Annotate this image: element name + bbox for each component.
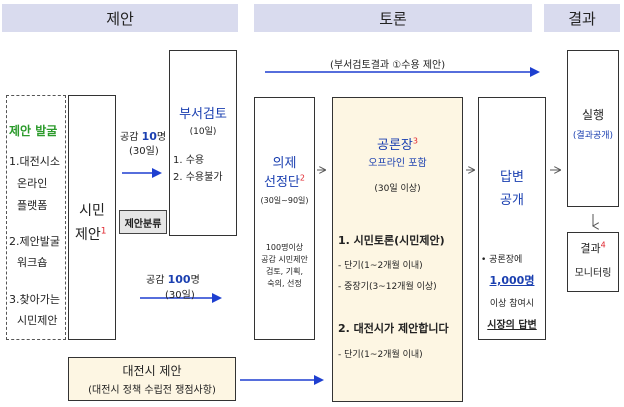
forum-s2-a: - 단기(1~2개월 이내) xyxy=(338,350,423,360)
answer-box xyxy=(478,97,546,340)
discovery-item3-line2: 시민제안 xyxy=(17,314,58,327)
answer-note3: 이상 참여시 xyxy=(489,299,535,309)
discovery-item3-line1: 3.찾아가는 xyxy=(9,293,60,306)
citizen-line2-text: 제안 xyxy=(75,227,101,243)
agenda-box xyxy=(254,97,315,340)
citizen-line1: 시민 xyxy=(79,203,105,219)
daejeon-proposal-sub: (대전시 정책 수립전 쟁점사항) xyxy=(88,385,216,396)
dept-review-opt1: 1. 수용 xyxy=(173,155,205,166)
monitor-box xyxy=(567,232,619,292)
forum-title-text: 공론장 xyxy=(377,138,413,153)
forum-s1-b: - 중장기(3~12개월 이상) xyxy=(338,282,437,292)
forum-box xyxy=(332,97,463,402)
daejeon-proposal-box xyxy=(68,357,236,401)
classify-tag: 제안분류 xyxy=(119,210,167,234)
header-proposal: 제안 xyxy=(2,4,238,32)
header-proposal-label: 제안 xyxy=(106,9,134,28)
header-debate-label: 토론 xyxy=(379,9,407,28)
agenda-line2: 선정단2 xyxy=(254,171,315,190)
answer-note2: 1,000명 xyxy=(489,274,535,287)
agenda-period: (30일~90일) xyxy=(260,196,309,205)
monitor-line1: 결과4 xyxy=(567,240,619,256)
answer-line1: 답변 xyxy=(500,170,524,185)
discovery-item1-line1: 1.대전시소 xyxy=(9,155,60,168)
discovery-title: 제안 발굴 xyxy=(9,124,58,138)
daejeon-proposal-title: 대전시 제안 xyxy=(122,364,182,378)
execute-title: 실행 xyxy=(581,108,605,122)
citizen-sup: 1 xyxy=(100,226,107,237)
top-arrow-label: (부서검토결과 ①수용 제안) xyxy=(330,60,446,71)
discovery-box xyxy=(6,95,66,340)
discovery-item2-line1: 2.제안발굴 xyxy=(9,235,60,248)
citizen-line2: 제안1 xyxy=(75,224,107,244)
discovery-item1-line2: 온라인 xyxy=(17,177,48,190)
empathy-bottom-prefix: 공감 xyxy=(146,275,168,286)
empathy-top-suffix: 명 xyxy=(156,132,167,143)
forum-title: 공론장3 xyxy=(332,134,463,153)
discovery-item1-line3: 플랫폼 xyxy=(17,199,48,212)
empathy-top-prefix: 공감 xyxy=(120,132,142,143)
empathy-bottom-label: 공감 100명 xyxy=(146,271,200,286)
forum-period: (30일 이상) xyxy=(374,184,421,194)
dept-review-period: (10일) xyxy=(189,127,217,137)
agenda-desc1: 100명이상 xyxy=(265,243,304,252)
monitor-line2: 모니터링 xyxy=(574,268,612,279)
forum-sup: 3 xyxy=(412,136,418,146)
forum-subtitle: 오프라인 포함 xyxy=(368,158,427,169)
execute-sub: (결과공개) xyxy=(572,131,614,141)
answer-note1: • 공론장에 xyxy=(481,255,523,265)
agenda-desc3: 검토, 기획, xyxy=(265,267,304,276)
header-result: 결과 xyxy=(544,4,620,32)
agenda-line2-text: 선정단 xyxy=(264,175,300,190)
empathy-top-period: (30일) xyxy=(129,146,159,157)
citizen-proposal-box xyxy=(68,95,116,340)
monitor-sup: 4 xyxy=(600,240,606,250)
answer-line2: 공개 xyxy=(500,193,524,208)
execute-box xyxy=(567,50,619,207)
header-debate: 토론 xyxy=(254,4,532,32)
empathy-bottom-period: (30일) xyxy=(165,290,195,301)
discovery-item2-line2: 워크숍 xyxy=(17,256,48,269)
empathy-bottom-number: 100 xyxy=(167,273,191,286)
forum-s1-title: 1. 시민토론(시민제안) xyxy=(338,234,445,247)
answer-note4: 시장의 답변 xyxy=(487,320,537,331)
dept-review-title: 부서검토 xyxy=(179,107,227,122)
empathy-top-number: 10 xyxy=(141,130,157,143)
forum-s1-a: - 단기(1~2개월 이내) xyxy=(338,261,423,271)
classify-label: 제안분류 xyxy=(124,218,162,230)
forum-s2-title: 2. 대전시가 제안합니다 xyxy=(338,322,449,335)
agenda-desc2: 공감 시민제안 xyxy=(261,255,308,264)
dept-review-box xyxy=(169,50,237,236)
header-result-label: 결과 xyxy=(568,9,596,28)
empathy-bottom-suffix: 명 xyxy=(190,275,200,286)
dept-review-opt2: 2. 수용불가 xyxy=(173,172,223,183)
agenda-desc4: 숙의, 선정 xyxy=(267,279,302,288)
empathy-top-label: 공감 10명 xyxy=(120,128,166,143)
monitor-line1-text: 결과 xyxy=(580,242,601,255)
agenda-line1: 의제 xyxy=(272,156,297,171)
agenda-sup: 2 xyxy=(299,173,305,183)
